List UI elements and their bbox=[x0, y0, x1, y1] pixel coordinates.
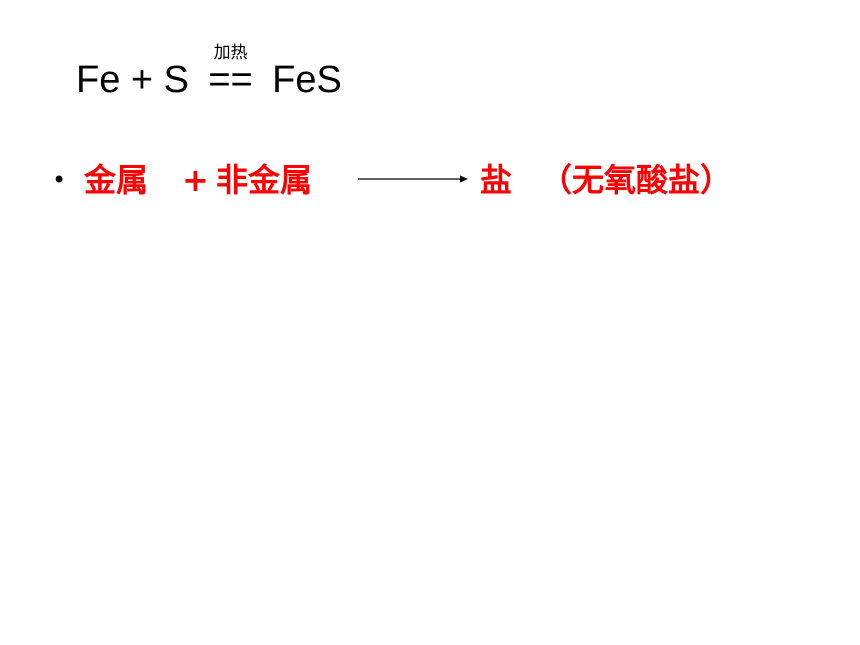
equation-sign: == bbox=[208, 59, 253, 101]
rule-salt-note: （无氧酸盐） bbox=[540, 161, 733, 199]
rule-plus: + bbox=[182, 161, 209, 199]
rule-nonmetal: 非金属 bbox=[216, 161, 313, 199]
equation-reactants: Fe + S bbox=[76, 59, 189, 101]
bullet-dot: • bbox=[52, 166, 67, 194]
chemical-equation: Fe + S 加热 == FeS bbox=[76, 44, 342, 106]
rule-salt: 盐 bbox=[480, 161, 513, 199]
equation-sign-group: 加热 == bbox=[200, 44, 262, 102]
reaction-condition: 加热 bbox=[213, 43, 248, 63]
equation-product: FeS bbox=[272, 59, 342, 101]
right-arrow-icon bbox=[358, 175, 468, 183]
rule-metal: 金属 bbox=[84, 161, 149, 199]
